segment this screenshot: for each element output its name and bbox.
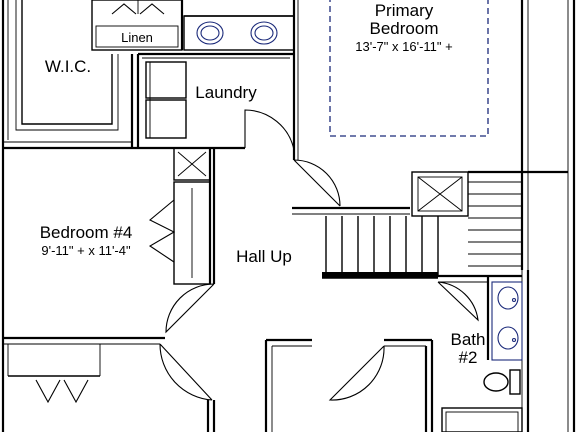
hall-label: Hall Up (236, 247, 292, 266)
door-swings (35, 109, 479, 404)
primary-bedroom-ceiling-outline (329, 0, 489, 137)
bedroom4-name: Bedroom #4 (39, 223, 133, 242)
stairs (322, 181, 522, 279)
wic-shelving (15, 0, 119, 131)
bath2-name-line1: Bath (450, 330, 486, 349)
bath2-fixtures (483, 281, 523, 395)
wic-label: W.I.C. (44, 57, 92, 76)
bedroom4-dims: 9'-11" + x 11'-4" (41, 243, 131, 258)
washer-dryer (145, 61, 187, 139)
linen-label: Linen (121, 30, 153, 45)
linen-doors (111, 0, 165, 15)
bedroom4-closet-door (148, 199, 176, 263)
bath2-name-line2: #2 (458, 348, 478, 367)
laundry-label: Laundry (195, 83, 257, 102)
primary-bedroom-name-line2: Bedroom (369, 19, 439, 38)
primary-bedroom-dims: 13'-7" x 16'-11" + (355, 39, 453, 54)
primary-bedroom-name-line1: Primary (374, 1, 434, 20)
vanity-sinks (196, 21, 278, 45)
